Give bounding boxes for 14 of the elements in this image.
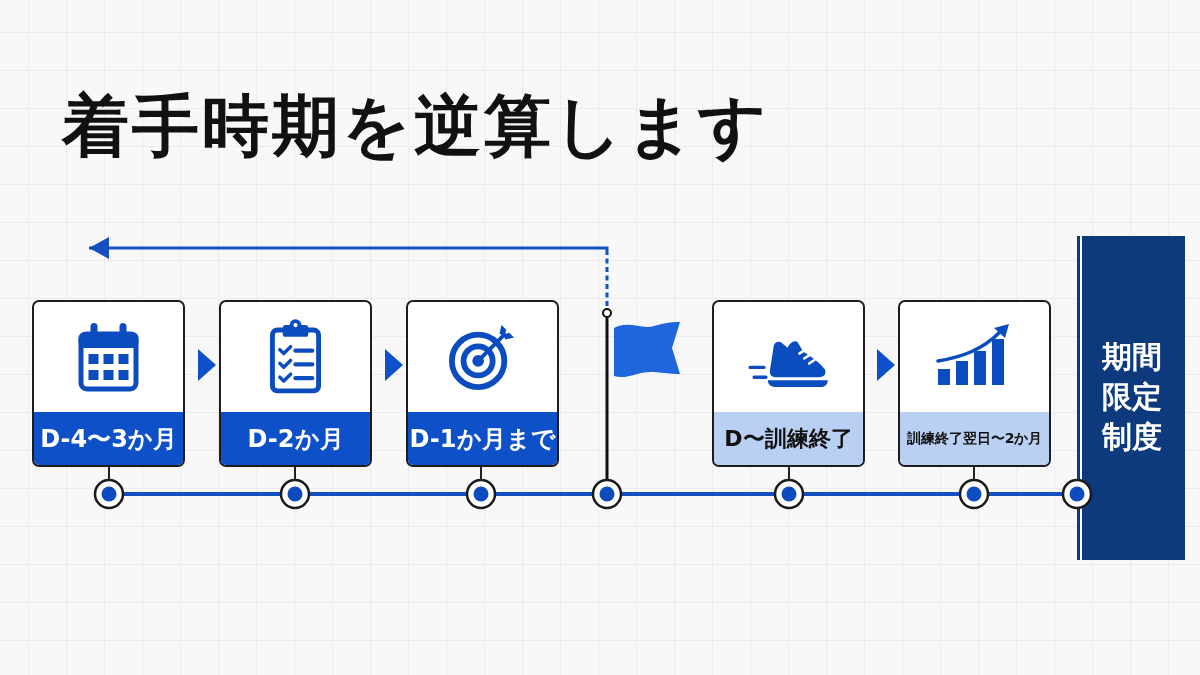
stage-card — [712, 300, 865, 467]
limited-period-panel — [1077, 236, 1185, 560]
arrow — [89, 237, 609, 306]
period-label: 訓練終了翌日〜2か月 — [900, 412, 1049, 465]
period-label: D〜訓練終了 — [714, 412, 863, 465]
stage-card — [898, 300, 1051, 467]
stage-card — [406, 300, 559, 467]
period-label: D-4〜3か月 — [34, 412, 183, 465]
title: 着手時期を逆算します — [62, 90, 770, 164]
period-label: D-1か月まで — [408, 412, 557, 465]
panel-label: 期間限定制度 — [1101, 338, 1163, 456]
stage-card — [219, 300, 372, 467]
stage-card — [32, 300, 185, 467]
period-label: D-2か月 — [221, 412, 370, 465]
